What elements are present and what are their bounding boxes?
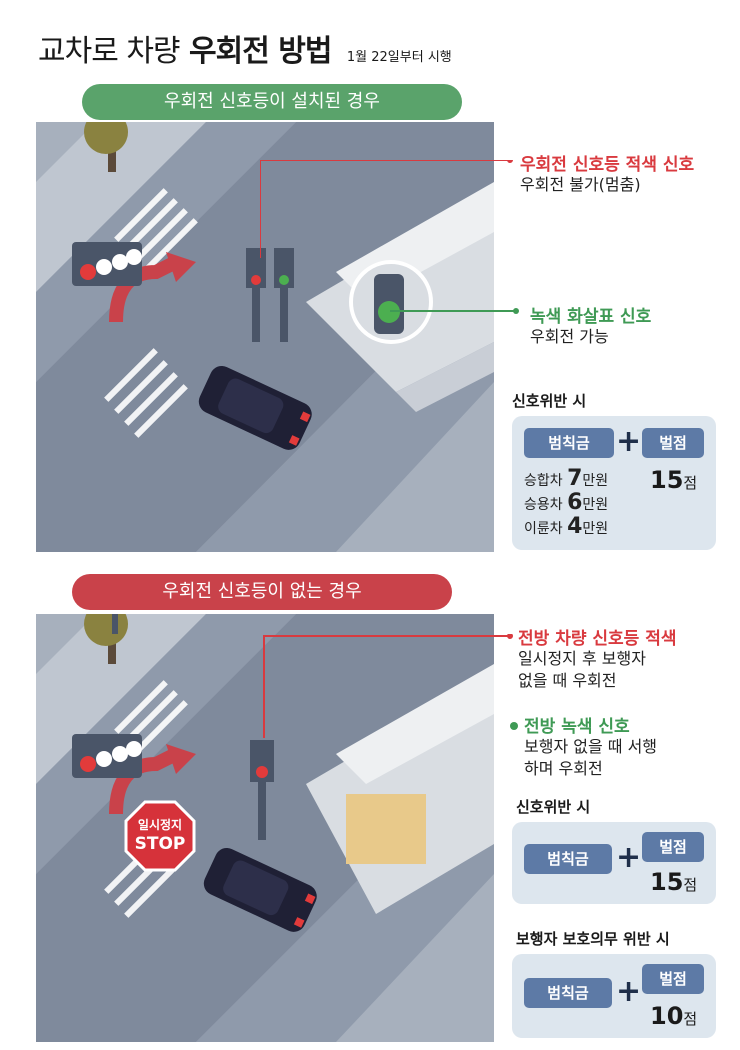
s2-plus: + [616, 840, 642, 875]
s2-points-value: 15점 [650, 868, 698, 896]
s1-red-desc: 우회전 불가(멈춤) [520, 175, 641, 194]
s1-fine-badge: 범칙금 [524, 428, 614, 458]
s2-fine-badge: 범칙금 [524, 844, 612, 874]
scene2-leader-lines [263, 634, 513, 738]
s2-penalty-panel: 범칙금 + 벌점 15점 [512, 822, 716, 904]
s2-points-badge: 벌점 [642, 832, 704, 862]
scene1-leader-lines [260, 160, 519, 314]
s1-fine-row: 승용차 6만원 [524, 490, 609, 515]
s2-red-desc-1: 일시정지 후 보행자 [518, 649, 646, 668]
scene1-illustration [36, 122, 494, 552]
s2-green-desc-1: 보행자 없을 때 서행 [524, 737, 658, 756]
s2-green-desc-2: 하며 우회전 [524, 759, 603, 778]
s2-red-label: 전방 차량 신호등 적색 [518, 629, 677, 649]
s2-ped-points-badge: 벌점 [642, 964, 704, 994]
s2-green-bullet-icon [510, 722, 518, 730]
s2-green-label: 전방 녹색 신호 [524, 717, 630, 737]
section1-pill: 우회전 신호등이 설치된 경우 [82, 84, 462, 120]
s1-fine-row: 이륜차 4만원 [524, 514, 609, 539]
s1-red-label: 우회전 신호등 적색 신호 [520, 155, 695, 175]
s2-ped-points-value: 10점 [650, 1002, 698, 1030]
s1-fine-row: 승합차 7만원 [524, 466, 609, 491]
scene2-illustration [36, 614, 494, 1042]
s2-ped-penalty-panel: 범칙금 + 벌점 10점 [512, 954, 716, 1038]
s2-violation-heading: 신호위반 시 [516, 798, 591, 816]
stop-sign-text-top: 일시정지 [137, 818, 183, 832]
s1-plus: + [616, 424, 642, 459]
s2-red-desc-2: 없을 때 우회전 [518, 671, 617, 690]
s1-violation-heading: 신호위반 시 [512, 392, 587, 410]
s1-points-value: 15점 [650, 466, 698, 494]
stop-sign-text-bottom: STOP [134, 834, 186, 854]
title-bold: 우회전 방법 [189, 34, 332, 69]
s1-penalty-panel: 범칙금 + 벌점 승합차 7만원 승용차 6만원 이륜차 4만원 15점 [512, 416, 716, 550]
title-sub: 1월 22일부터 시행 [346, 50, 452, 65]
s2-pedestrian-heading: 보행자 보호의무 위반 시 [516, 930, 670, 948]
s2-ped-plus: + [616, 974, 642, 1009]
s1-green-label: 녹색 화살표 신호 [530, 307, 652, 327]
s1-points-badge: 벌점 [642, 428, 704, 458]
stop-sign-icon: 일시정지 STOP [124, 800, 196, 872]
section2-pill: 우회전 신호등이 없는 경우 [72, 574, 452, 610]
page-title: 교차로 차량 우회전 방법 1월 22일부터 시행 [38, 26, 452, 70]
title-light: 교차로 차량 [38, 34, 181, 69]
s2-ped-fine-badge: 범칙금 [524, 978, 612, 1008]
s1-green-desc: 우회전 가능 [530, 327, 609, 346]
